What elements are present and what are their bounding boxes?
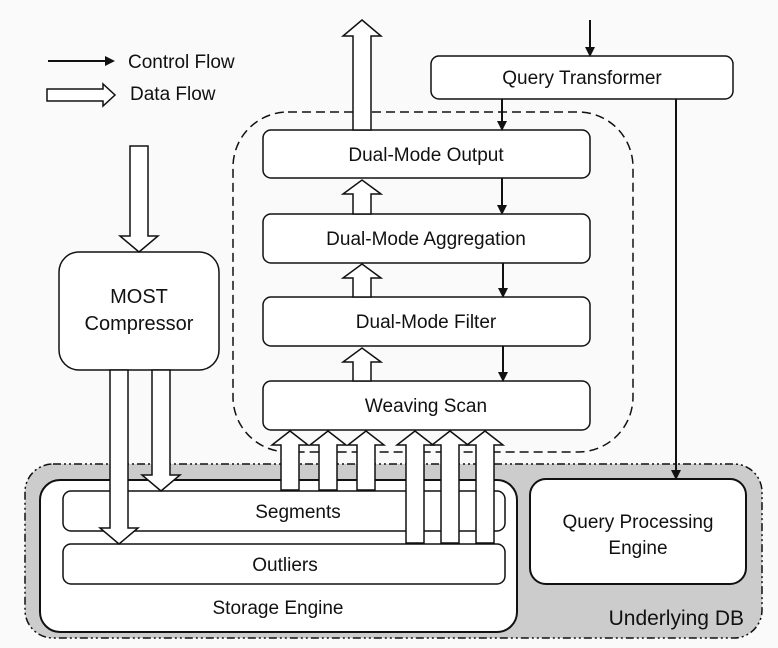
legend-data-flow-label: Data Flow bbox=[130, 84, 216, 105]
dual-mode-region bbox=[232, 111, 634, 453]
data-arrow-aggregation-to-output bbox=[340, 179, 384, 215]
data-arrow-outliers-to-scan-2 bbox=[429, 430, 471, 544]
most-compressor-label-1: MOST bbox=[110, 286, 168, 308]
data-arrow-compressor-to-segments bbox=[139, 369, 183, 492]
control-flow-arrows bbox=[497, 20, 681, 480]
dual-mode-output-box bbox=[262, 129, 591, 179]
segments-label: Segments bbox=[255, 502, 341, 523]
data-arrow-into-compressor bbox=[117, 145, 161, 253]
outliers-label: Outliers bbox=[252, 555, 317, 576]
data-arrow-output-up bbox=[340, 19, 384, 131]
storage-engine-label: Storage Engine bbox=[213, 598, 344, 619]
most-compressor-label-2: Compressor bbox=[85, 313, 194, 335]
data-arrow-segments-to-scan-3 bbox=[345, 430, 387, 491]
data-arrow-outliers-to-scan-1 bbox=[394, 430, 436, 544]
query-processing-engine-label-1: Query Processing bbox=[562, 512, 713, 533]
data-arrow-filter-to-aggregation bbox=[340, 263, 384, 298]
weaving-scan-label: Weaving Scan bbox=[365, 396, 487, 417]
query-transformer-box bbox=[430, 55, 734, 100]
query-transformer-label: Query Transformer bbox=[502, 68, 662, 89]
dual-mode-filter-label: Dual-Mode Filter bbox=[356, 312, 497, 333]
data-arrow-compressor-to-outliers bbox=[97, 369, 141, 545]
segments-box bbox=[62, 490, 506, 532]
underlying-db-label: Underlying DB bbox=[609, 607, 744, 630]
data-arrow-scan-to-filter bbox=[340, 347, 384, 382]
dual-mode-aggregation-label: Dual-Mode Aggregation bbox=[326, 229, 526, 250]
outliers-box bbox=[62, 543, 506, 585]
query-processing-engine-box bbox=[529, 478, 747, 585]
query-processing-engine-label-2: Engine bbox=[608, 538, 667, 559]
data-arrow-outliers-to-scan-3 bbox=[464, 430, 506, 544]
data-arrow-segments-to-scan-1 bbox=[269, 430, 311, 491]
legend-data-flow-icon bbox=[46, 82, 117, 108]
weaving-scan-box bbox=[262, 380, 591, 431]
legend-control-flow-label: Control Flow bbox=[128, 52, 235, 73]
data-arrow-segments-to-scan-2 bbox=[307, 430, 349, 491]
dual-mode-filter-box bbox=[262, 296, 591, 347]
dual-mode-output-label: Dual-Mode Output bbox=[348, 145, 504, 166]
most-compressor-box bbox=[58, 251, 220, 371]
dual-mode-aggregation-box bbox=[262, 213, 591, 264]
